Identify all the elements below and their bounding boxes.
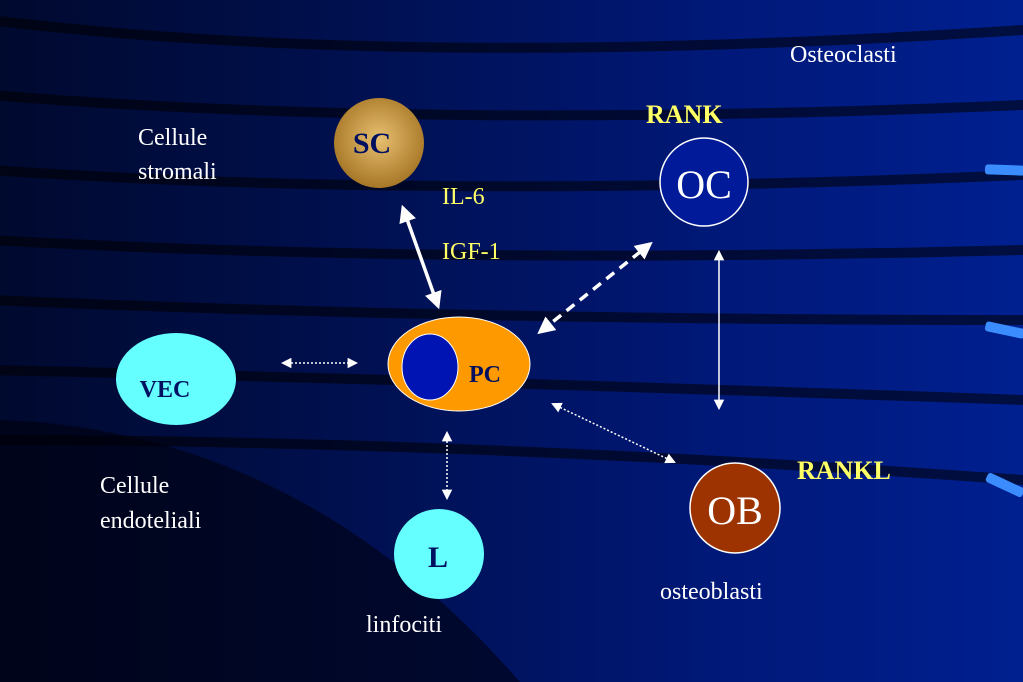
il6-label: IL-6 (442, 184, 485, 210)
sc-pc-arrow (399, 204, 442, 310)
endothelial-cells-label-line1: Cellule (100, 473, 170, 499)
background-stripe (0, 165, 1023, 192)
background-shadow (0, 420, 520, 682)
oc-node-label: OC (676, 162, 732, 207)
igf1-label: IGF-1 (442, 239, 501, 265)
l-node (394, 509, 484, 599)
accent-bar (985, 473, 1023, 497)
ob-node-label: OB (707, 488, 763, 533)
rankl-label: RANKL (797, 456, 891, 485)
sc-node-label: SC (353, 127, 391, 160)
rank-label: RANK (646, 100, 723, 129)
vec-node (116, 333, 236, 425)
accent-bar (984, 164, 1023, 176)
ob-node (689, 462, 781, 554)
endothelial-cells-label-line2: endoteliali (100, 508, 202, 534)
background-stripe (0, 16, 1023, 53)
osteoclasti-title: Osteoclasti (790, 42, 897, 68)
oc-node (659, 137, 749, 227)
pc-nucleus (401, 333, 459, 401)
accent-bar (984, 321, 1023, 339)
sc-node (334, 98, 424, 188)
l-node-label: L (428, 541, 448, 574)
pc-node-label: PC (469, 362, 501, 388)
lymphocytes-label: linfociti (366, 612, 442, 638)
osteoblasts-label: osteoblasti (660, 579, 763, 605)
background-stripe (0, 235, 1023, 261)
background-stripe (0, 90, 1023, 121)
background-stripe (0, 295, 1023, 325)
pc-ob-arrow (551, 402, 676, 464)
stromal-cells-label-line2: stromali (138, 159, 217, 185)
vec-node-label: VEC (140, 377, 191, 403)
pc-oc-arrow (537, 241, 653, 335)
stromal-cells-label-line1: Cellule (138, 125, 208, 151)
